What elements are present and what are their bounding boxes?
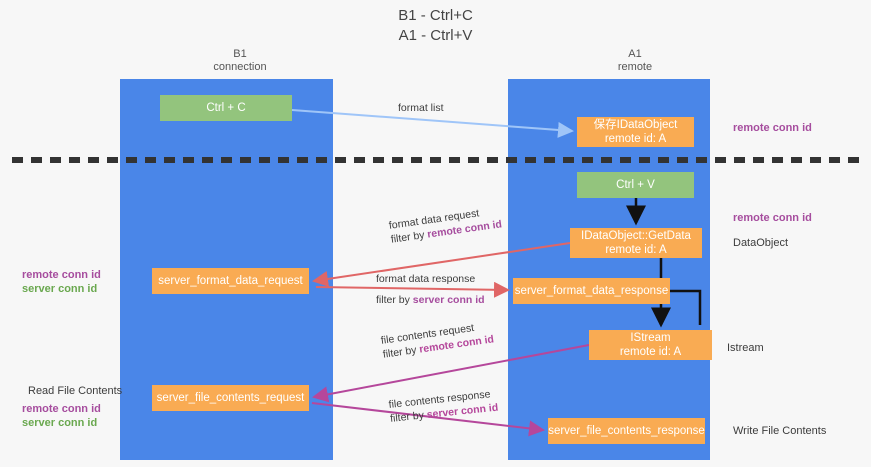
node-idataobject-getdata[interactable]: IDataObject::GetData remote id: A bbox=[570, 228, 702, 258]
node-istream[interactable]: IStream remote id: A bbox=[589, 330, 712, 360]
node-server-file-contents-response[interactable]: server_file_contents_response bbox=[548, 418, 705, 444]
node-server-format-data-response-label: server_format_data_response bbox=[514, 285, 669, 297]
side-label-left-server-conn-id-bottom: server conn id bbox=[22, 417, 98, 429]
node-save-idataobject-title: 保存IDataObject bbox=[593, 119, 678, 131]
arrow-label-file-contents-request: file contents request filter by remote c… bbox=[380, 318, 495, 361]
column-header-b1-name: B1 bbox=[233, 48, 247, 60]
side-label-istream: Istream bbox=[727, 342, 764, 354]
node-server-file-contents-request-label: server_file_contents_request bbox=[156, 392, 305, 404]
side-label-left-remote-conn-id-mid: remote conn id bbox=[22, 269, 101, 281]
side-label-left-conn-ids-bottom: remote conn id server conn id bbox=[22, 402, 101, 430]
side-label-write-file-contents: Write File Contents bbox=[733, 425, 827, 437]
node-server-format-data-response[interactable]: server_format_data_response bbox=[513, 278, 670, 304]
node-ctrl-c[interactable]: Ctrl + C bbox=[160, 95, 292, 121]
filter-prefix: filter by bbox=[390, 228, 429, 246]
side-label-dataobject: DataObject bbox=[733, 237, 789, 249]
arrow-label-format-data-request: format data request filter by remote con… bbox=[388, 203, 503, 246]
title-line-2: A1 - Ctrl+V bbox=[398, 27, 473, 44]
diagram-title: B1 - Ctrl+C A1 - Ctrl+V bbox=[0, 6, 871, 46]
side-label-left-conn-ids-mid: remote conn id server conn id bbox=[22, 268, 101, 296]
node-server-format-data-request[interactable]: server_format_data_request bbox=[152, 268, 309, 294]
node-istream-subtitle: remote id: A bbox=[619, 346, 682, 358]
column-header-a1-name: A1 bbox=[628, 48, 642, 60]
filter-prefix: filter by bbox=[389, 409, 428, 425]
node-save-idataobject-subtitle: remote id: A bbox=[604, 133, 667, 145]
filter-key-server-conn-id: server conn id bbox=[412, 294, 485, 306]
column-header-a1: A1 remote bbox=[545, 48, 725, 74]
node-ctrl-v-label: Ctrl + V bbox=[616, 179, 655, 191]
node-idataobject-getdata-subtitle: remote id: A bbox=[605, 244, 667, 256]
column-header-b1-role: connection bbox=[213, 61, 267, 73]
title-line-1: B1 - Ctrl+C bbox=[398, 7, 473, 24]
node-save-idataobject[interactable]: 保存IDataObject remote id: A bbox=[577, 117, 694, 147]
node-server-format-data-request-label: server_format_data_request bbox=[158, 275, 303, 287]
arrow-label-format-data-response-filter: filter by server conn id bbox=[376, 293, 485, 307]
arrow-label-format-data-response-text: format data response bbox=[376, 273, 476, 285]
side-label-left-remote-conn-id-bottom: remote conn id bbox=[22, 403, 101, 415]
side-label-read-file-contents: Read File Contents bbox=[28, 385, 123, 397]
filter-prefix: filter by bbox=[382, 343, 421, 361]
side-label-remote-conn-id-mid: remote conn id bbox=[733, 212, 812, 224]
side-label-left-server-conn-id-mid: server conn id bbox=[22, 283, 98, 295]
column-header-a1-role: remote bbox=[617, 61, 653, 73]
node-idataobject-getdata-title: IDataObject::GetData bbox=[581, 230, 691, 242]
side-label-remote-conn-id-top: remote conn id bbox=[733, 122, 812, 134]
node-istream-title: IStream bbox=[630, 332, 671, 344]
node-ctrl-v[interactable]: Ctrl + V bbox=[577, 172, 694, 198]
node-ctrl-c-label: Ctrl + C bbox=[206, 102, 246, 114]
column-header-b1: B1 connection bbox=[150, 48, 330, 74]
filter-prefix: filter by bbox=[376, 294, 413, 306]
node-server-file-contents-response-label: server_file_contents_response bbox=[548, 425, 705, 437]
arrow-label-format-data-response: format data response filter by server co… bbox=[376, 272, 485, 307]
arrow-label-format-list: format list bbox=[398, 102, 444, 114]
node-server-file-contents-request[interactable]: server_file_contents_request bbox=[152, 385, 309, 411]
arrow-label-file-contents-response: file contents response filter by server … bbox=[388, 387, 499, 426]
